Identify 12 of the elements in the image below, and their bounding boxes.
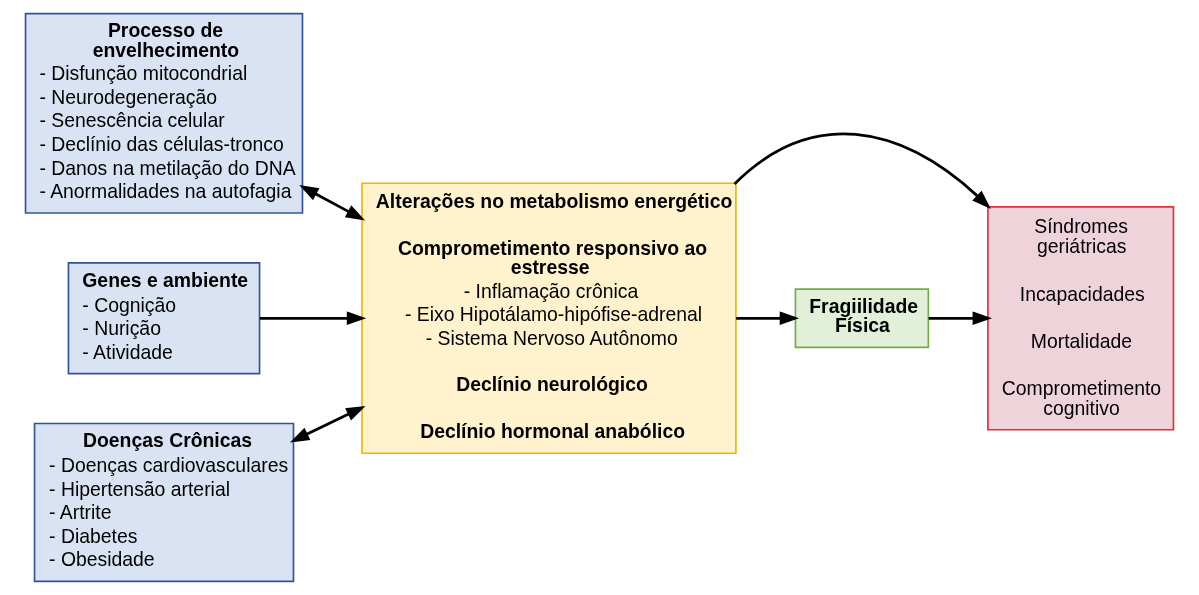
arrow	[928, 311, 993, 326]
node-box: Processo de envelhecimento - Disfunção mitocondrial - Neurodegeneração - Senescência celular - Declínio das células-tronco - Danos na metilação do DNA - Anormalidades na autofagia	[24, 12, 304, 214]
node-box: Alterações no metabolismo energético Comprometimento responsivo ao estresse - Inflamação crônica - Eixo Hipotálamo-hipófise-adrenal - Sistema Nervoso Autônomo Declínio neurológico Declínio hormonal anabólico	[361, 182, 737, 455]
arrow	[736, 311, 800, 326]
arrow	[289, 405, 366, 443]
node-box: Síndromes geriátricas Incapacidades Mortalidade Comprometimento cognitivo	[987, 205, 1175, 431]
node-box: Doenças Crônicas - Doenças cardiovasculares - Hipertensão arterial - Artrite - Diabetes - Obesidade	[33, 422, 295, 583]
arrow	[733, 132, 991, 209]
arrow	[299, 185, 366, 221]
node-box: Fragiilidade Física	[794, 288, 930, 349]
node-box: Genes e ambiente - Cognição - Nurição - Atividade	[67, 262, 261, 375]
arrow	[259, 311, 367, 326]
